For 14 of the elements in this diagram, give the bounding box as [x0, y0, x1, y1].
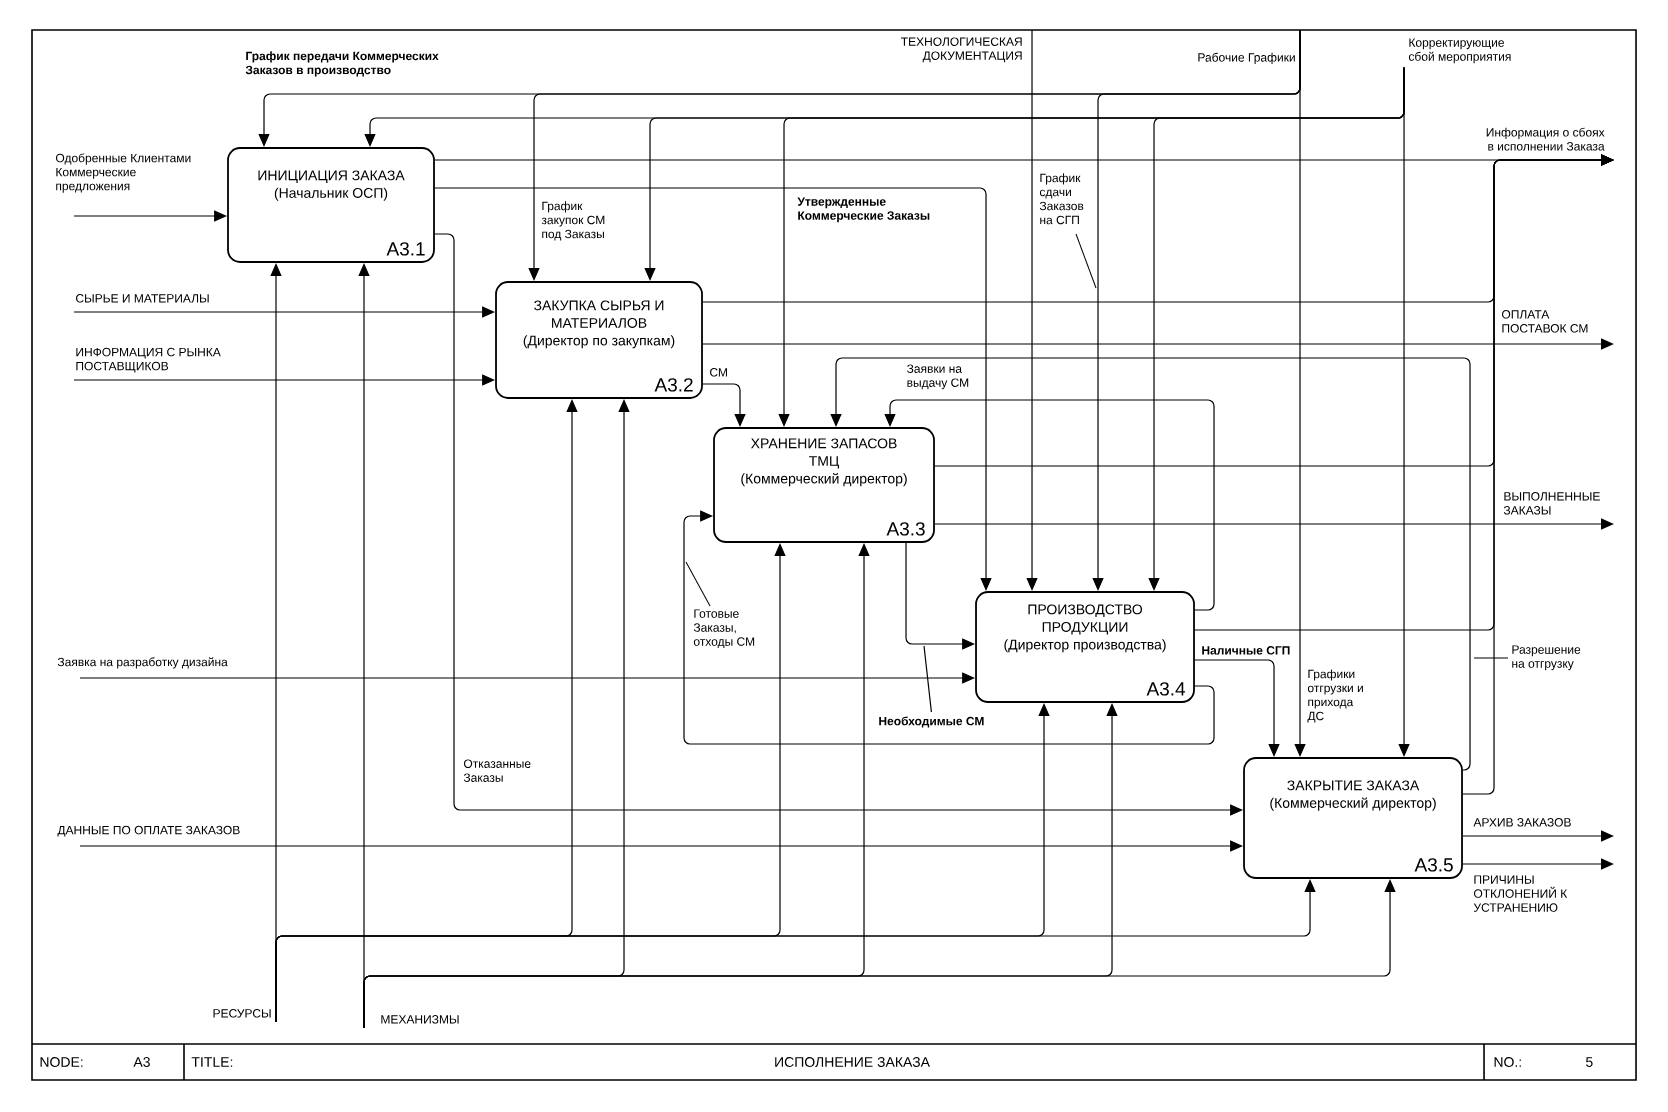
arrow [702, 338, 1614, 350]
arrow [1462, 154, 1614, 795]
arrow [830, 357, 1471, 771]
arrow [1462, 830, 1614, 842]
node-number: A3.5 [1414, 858, 1453, 872]
arrow [1462, 858, 1614, 870]
node-number: A3.2 [654, 378, 693, 392]
node-number: A3.4 [1146, 682, 1186, 696]
node-number: A3.1 [386, 242, 425, 256]
leader-line [923, 645, 932, 713]
node-number: A3.3 [886, 522, 925, 536]
arrow [884, 399, 1215, 611]
arrow [934, 518, 1614, 530]
arrow [683, 510, 1215, 745]
